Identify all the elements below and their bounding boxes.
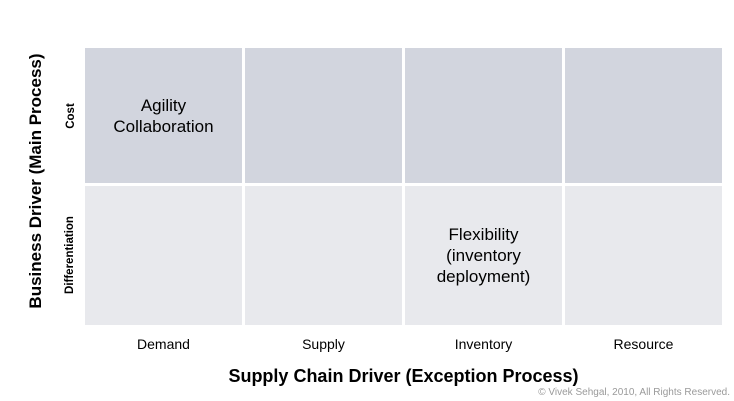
cell-cost-supply[interactable] <box>245 48 402 183</box>
cell-label: Agility Collaboration <box>113 95 214 136</box>
matrix-grid: Agility Collaboration Flexibility (inven… <box>85 48 722 325</box>
matrix-row-cost: Agility Collaboration <box>85 48 722 183</box>
cell-cost-inventory[interactable] <box>405 48 562 183</box>
x-axis-tick-inventory: Inventory <box>454 336 513 352</box>
x-axis-title: Supply Chain Driver (Exception Process) <box>228 366 579 386</box>
cell-cost-resource[interactable] <box>565 48 722 183</box>
cell-cost-demand[interactable]: Agility Collaboration <box>85 48 242 183</box>
cell-label: Flexibility (inventory deployment) <box>436 225 531 286</box>
cell-differentiation-inventory[interactable]: Flexibility (inventory deployment) <box>405 186 562 325</box>
matrix-row-differentiation: Flexibility (inventory deployment) <box>85 186 722 325</box>
y-axis-title: Business Driver (Main Process) <box>26 53 45 309</box>
x-axis-tick-resource: Resource <box>613 336 674 352</box>
y-axis-category-cost: Cost <box>65 103 77 129</box>
x-axis-tick-demand: Demand <box>137 336 190 352</box>
cell-differentiation-supply[interactable] <box>245 186 402 325</box>
x-axis-tick-supply: Supply <box>302 336 345 352</box>
cell-differentiation-demand[interactable] <box>85 186 242 325</box>
copyright-notice: © Vivek Sehgal, 2010, All Rights Reserve… <box>538 387 730 398</box>
y-axis-category-differentiation: Differentiation <box>64 216 76 294</box>
cell-differentiation-resource[interactable] <box>565 186 722 325</box>
x-axis-tick-labels: Demand Supply Inventory Resource <box>85 334 722 354</box>
